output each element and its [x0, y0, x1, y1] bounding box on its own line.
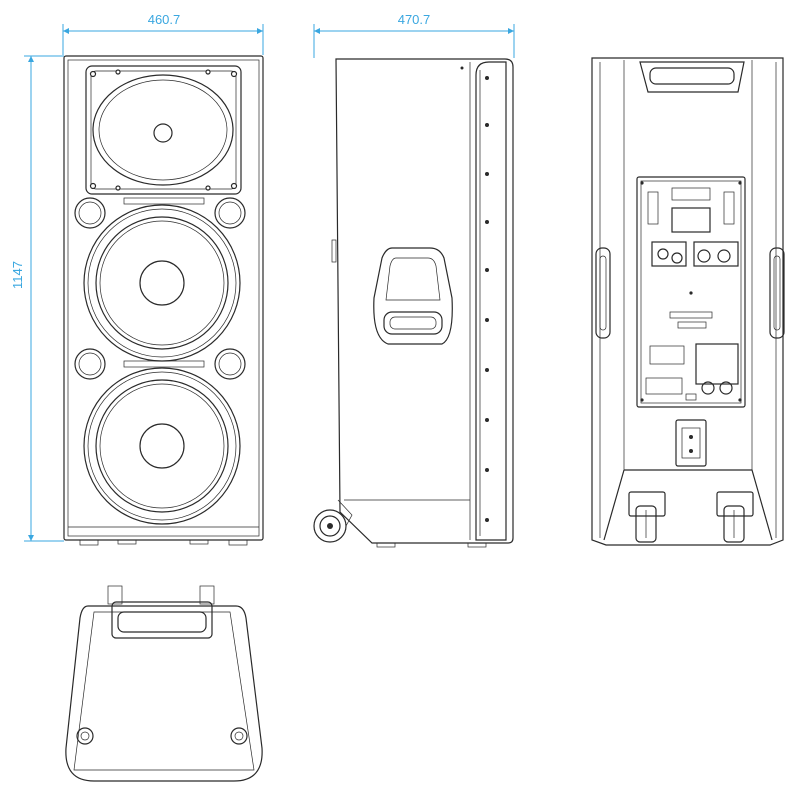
bass-ports-lower: [74, 348, 246, 380]
rear-wheels: [628, 491, 754, 543]
height-label: 1147: [10, 261, 25, 289]
front-width-label: 460.7: [148, 12, 181, 27]
woofer-lower: [83, 367, 241, 525]
pole-mount-plate: [675, 419, 707, 467]
woofer-upper: [83, 204, 241, 362]
rear-top-handle: [639, 61, 745, 93]
front-view: [63, 55, 264, 546]
side-handle: [373, 247, 453, 345]
dimension-height: 1147: [10, 55, 64, 542]
dimension-front-width: 460.7: [62, 12, 264, 55]
horn-driver: [85, 65, 242, 195]
bass-ports-upper: [74, 197, 246, 229]
side-view: [313, 58, 514, 548]
rear-view: [591, 57, 785, 546]
side-depth-label: 470.7: [398, 12, 431, 27]
rear-side-handles: [595, 247, 785, 339]
amplifier-panel: [636, 176, 746, 408]
side-wheel: [313, 499, 353, 543]
dimension-side-depth: 470.7: [313, 12, 515, 58]
top-view: [65, 585, 263, 782]
side-screws: [460, 66, 489, 522]
